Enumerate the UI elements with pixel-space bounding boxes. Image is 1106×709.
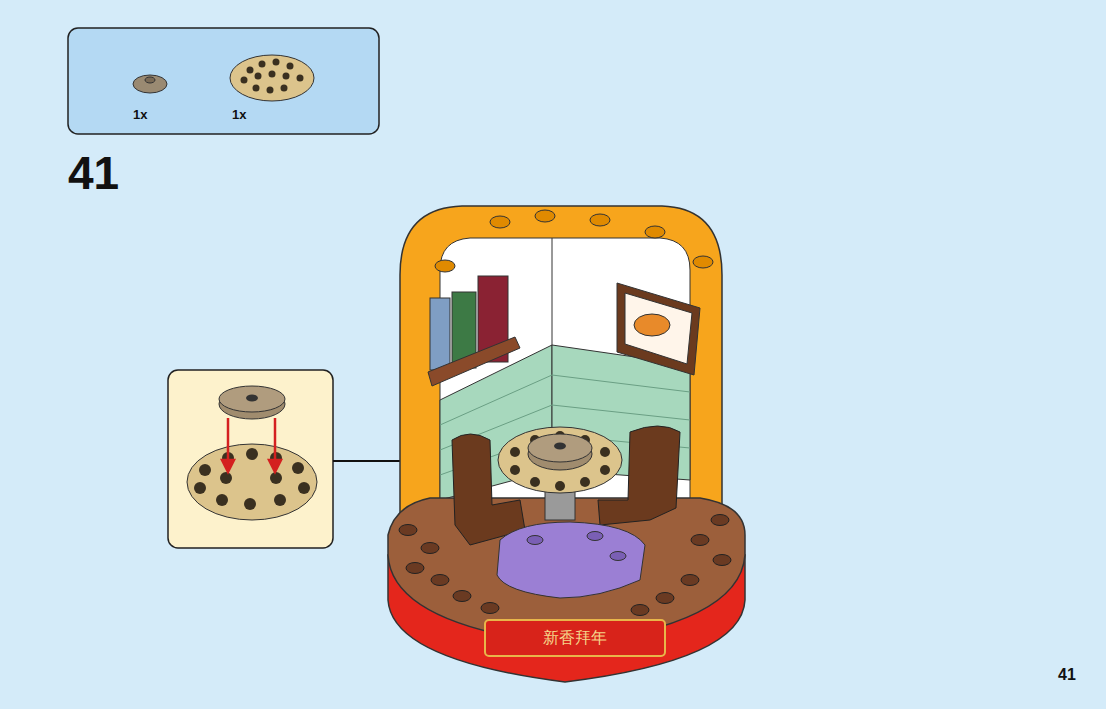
banner-text: 新香拜年 [543,630,607,646]
page-number: 41 [1058,667,1076,683]
part-quantity: 1x [232,108,246,121]
step-number: 41 [68,150,119,196]
part-quantity: 1x [133,108,147,121]
